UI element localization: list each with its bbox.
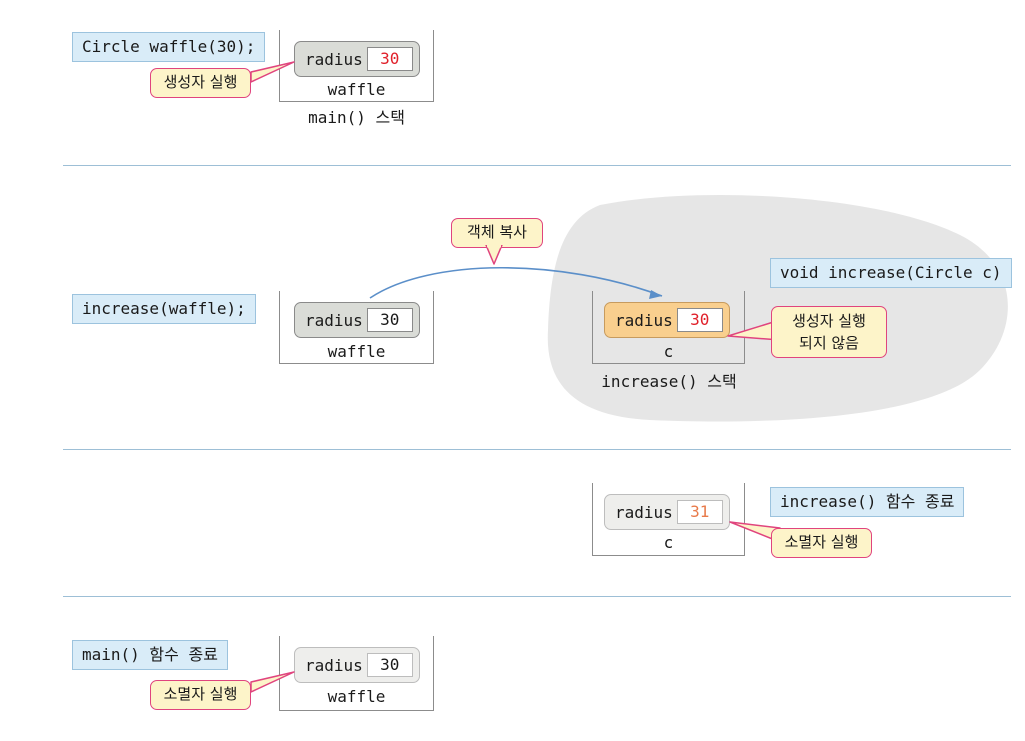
object-name: waffle: [327, 687, 386, 706]
stack-label: main() 스택: [308, 108, 405, 127]
field-name: radius: [615, 502, 673, 522]
separator: [63, 596, 1011, 597]
object-name: waffle: [327, 80, 386, 99]
no-constructor-callout: 생성자 실행 되지 않음: [771, 306, 887, 358]
callout-pointer: [485, 245, 503, 265]
field-name: radius: [305, 49, 363, 69]
code-construct: Circle waffle(30);: [72, 32, 266, 62]
object-name: c: [663, 533, 674, 552]
field-value: 30: [676, 308, 723, 332]
copy-callout: 객체 복사: [451, 218, 543, 248]
waffle-object: radius 30: [294, 647, 420, 683]
separator: [63, 165, 1011, 166]
code-call: increase(waffle);: [72, 294, 256, 324]
stack-label: increase() 스택: [601, 372, 737, 391]
code-main-end: main() 함수 종료: [72, 640, 228, 670]
field-value: 30: [366, 653, 413, 677]
field-name: radius: [305, 310, 363, 330]
c-object: radius 31: [604, 494, 730, 530]
destructor-callout: 소멸자 실행: [771, 528, 872, 558]
callout-pointer: [250, 61, 295, 83]
field-value: 30: [366, 308, 413, 332]
code-function-end: increase() 함수 종료: [770, 487, 965, 517]
increase-stack-frame: [592, 483, 745, 556]
function-signature: void increase(Circle c): [770, 258, 1012, 288]
field-name: radius: [615, 310, 673, 330]
increase-stack-frame: [592, 291, 745, 364]
c-object: radius 30: [604, 302, 730, 338]
destructor-callout: 소멸자 실행: [150, 680, 251, 710]
callout-pointer: [250, 671, 295, 693]
waffle-object: radius 30: [294, 302, 420, 338]
field-value: 31: [676, 500, 723, 524]
separator: [63, 449, 1011, 450]
field-value: 30: [366, 47, 413, 71]
main-stack-frame: [279, 636, 434, 711]
main-stack-frame: [279, 291, 434, 364]
constructor-callout: 생성자 실행: [150, 68, 251, 98]
callout-line: 생성자 실행: [792, 312, 866, 330]
waffle-object: radius 30: [294, 41, 420, 77]
object-name: waffle: [327, 342, 386, 361]
object-name: c: [663, 342, 674, 361]
field-name: radius: [305, 655, 363, 675]
callout-line: 되지 않음: [799, 334, 859, 352]
